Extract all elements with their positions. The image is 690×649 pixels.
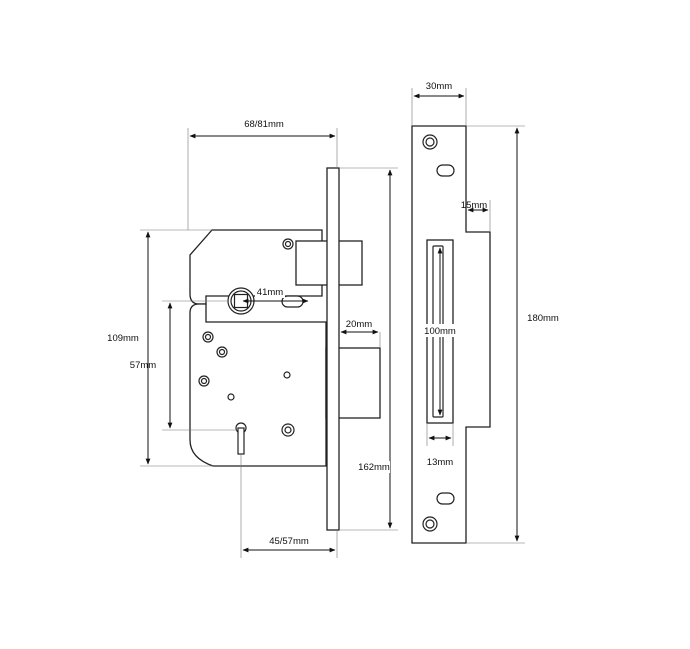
pin xyxy=(283,371,291,379)
label-slot-length: 100mm xyxy=(424,326,456,337)
label-slot-width: 13mm xyxy=(427,457,453,468)
extension-lines xyxy=(140,88,525,558)
rivet-inner xyxy=(204,333,212,341)
label-strike-lip: 15mm xyxy=(461,200,487,211)
strike-slotted-hole xyxy=(436,492,455,505)
screw-hole-inner xyxy=(284,240,292,248)
strike-screw-hole-inner xyxy=(425,137,435,147)
label-strike-width: 30mm xyxy=(426,81,452,92)
label-strike-height: 180mm xyxy=(527,313,559,324)
rivet-inner xyxy=(200,377,208,385)
label-bolt-throw: 20mm xyxy=(346,319,372,330)
dimension-labels: 68/81mm 30mm 15mm 41mm 20mm 109mm 57mm 1… xyxy=(107,81,559,547)
strike-screw-hole-inner xyxy=(425,519,435,529)
forend-plate xyxy=(326,167,340,531)
screw-hole-inner xyxy=(284,426,292,434)
label-backset: 45/57mm xyxy=(269,536,309,547)
lock-case-lower xyxy=(189,303,327,467)
pin xyxy=(227,393,235,401)
keyhole-slot xyxy=(237,427,245,455)
label-case-height: 109mm xyxy=(107,333,139,344)
label-centres: 57mm xyxy=(130,360,156,371)
label-lock-width: 68/81mm xyxy=(244,119,284,130)
label-backset-41: 41mm xyxy=(257,287,283,298)
lock-case xyxy=(189,167,381,531)
label-forend-height: 162mm xyxy=(358,462,390,473)
rivet-inner xyxy=(218,348,226,356)
strike-slotted-hole xyxy=(436,164,455,177)
